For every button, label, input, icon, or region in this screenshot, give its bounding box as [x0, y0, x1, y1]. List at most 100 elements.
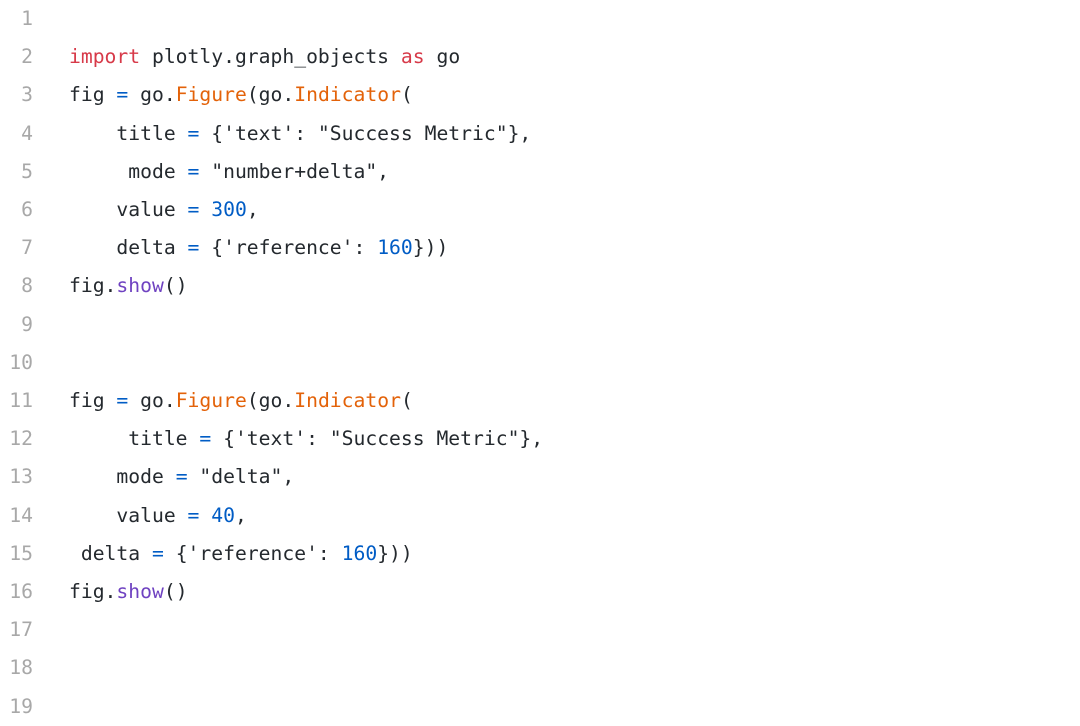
line-code: delta = {'reference': 160}))	[69, 229, 448, 267]
line-number: 2	[21, 45, 33, 69]
code-token: title	[69, 427, 200, 451]
line-number: 6	[21, 198, 33, 221]
code-token: {'text': "Success Metric"},	[199, 121, 532, 145]
code-token: ()	[163, 274, 188, 298]
line-number: 19	[9, 694, 33, 718]
code-token: (	[400, 83, 413, 107]
line-number: 1	[21, 7, 33, 30]
code-line[interactable]: 13 mode = "delta",	[0, 458, 1080, 496]
code-token	[199, 198, 211, 221]
code-token: delta	[69, 541, 152, 565]
line-code: fig.show()	[69, 573, 188, 611]
code-token: go	[424, 45, 461, 69]
code-token: {'reference':	[163, 541, 342, 565]
line-number: 3	[21, 83, 33, 107]
code-token: value	[69, 198, 188, 221]
code-token: go.	[128, 83, 176, 107]
code-token: (	[400, 389, 413, 412]
line-number: 4	[21, 121, 33, 145]
line-code: title = {'text': "Success Metric"},	[69, 420, 543, 458]
line-number: 8	[21, 274, 33, 298]
line-code: fig = go.Figure(go.Indicator(	[69, 382, 413, 420]
line-number: 5	[21, 159, 33, 183]
code-line[interactable]: 6 value = 300,	[0, 191, 1080, 229]
line-code: mode = "number+delta",	[69, 153, 389, 191]
code-token: "delta",	[187, 465, 295, 489]
line-number: 14	[9, 503, 33, 527]
class-token: Indicator	[294, 389, 401, 412]
line-code: delta = {'reference': 160}))	[69, 535, 413, 573]
code-line[interactable]: 5 mode = "number+delta",	[0, 153, 1080, 191]
code-line[interactable]: 2 import plotly.graph_objects as go	[0, 38, 1080, 76]
line-number: 7	[21, 236, 33, 260]
code-token: fig.	[69, 274, 117, 298]
line-number: 9	[21, 312, 33, 336]
number-token: 300	[211, 198, 247, 221]
line-code: import plotly.graph_objects as go	[69, 38, 460, 76]
code-token: {'text': "Success Metric"},	[211, 427, 544, 451]
code-token: fig.	[69, 580, 117, 603]
code-token: mode	[69, 465, 176, 489]
line-code: value = 300,	[69, 191, 259, 229]
code-line[interactable]: 9	[0, 306, 1080, 344]
code-line[interactable]: 18	[0, 649, 1080, 687]
number-token: 160	[341, 541, 378, 565]
code-line[interactable]: 8 fig.show()	[0, 267, 1080, 305]
code-token: (go.	[246, 83, 295, 107]
line-number: 17	[9, 618, 33, 642]
code-line[interactable]: 19	[0, 688, 1080, 726]
code-line[interactable]: 16 fig.show()	[0, 573, 1080, 611]
operator-token: =	[187, 503, 200, 527]
number-token: 40	[211, 503, 235, 527]
code-line[interactable]: 4 title = {'text': "Success Metric"},	[0, 115, 1080, 153]
operator-token: =	[175, 465, 188, 489]
keyword-token: import	[69, 45, 141, 69]
operator-token: =	[187, 236, 200, 260]
code-line[interactable]: 12 title = {'text': "Success Metric"},	[0, 420, 1080, 458]
line-code: fig = go.Figure(go.Indicator(	[69, 76, 413, 114]
code-token: }))	[377, 541, 413, 565]
code-line[interactable]: 14 value = 40,	[0, 497, 1080, 535]
code-token: title	[69, 121, 188, 145]
code-token: fig	[69, 389, 117, 412]
code-line[interactable]: 15 delta = {'reference': 160}))	[0, 535, 1080, 573]
code-token: }))	[412, 236, 449, 260]
code-line[interactable]: 11 fig = go.Figure(go.Indicator(	[0, 382, 1080, 420]
code-token: "number+delta",	[199, 159, 390, 183]
line-code: mode = "delta",	[69, 458, 294, 496]
class-token: Indicator	[294, 83, 401, 107]
code-line[interactable]: 10	[0, 344, 1080, 382]
class-token: Figure	[175, 83, 247, 107]
line-number: 15	[9, 541, 33, 565]
class-token: Figure	[175, 389, 247, 412]
code-token: ,	[246, 198, 259, 221]
code-token: mode	[69, 159, 188, 183]
line-number: 18	[9, 656, 33, 680]
code-token: (go.	[246, 389, 295, 412]
line-number: 12	[9, 427, 33, 451]
line-number: 11	[9, 389, 33, 412]
operator-token: =	[116, 389, 129, 412]
code-token: fig	[69, 83, 117, 107]
line-number: 13	[9, 465, 33, 489]
function-token: show	[116, 274, 164, 298]
operator-token: =	[187, 121, 200, 145]
code-token: {'reference':	[199, 236, 378, 260]
operator-token: =	[151, 541, 164, 565]
operator-token: =	[199, 427, 212, 451]
line-number: 16	[9, 580, 33, 603]
operator-token: =	[187, 198, 200, 221]
line-number: 10	[9, 350, 33, 374]
code-line[interactable]: 1	[0, 0, 1080, 38]
code-line[interactable]: 7 delta = {'reference': 160}))	[0, 229, 1080, 267]
code-line[interactable]: 17	[0, 611, 1080, 649]
code-token	[199, 504, 211, 527]
line-code: title = {'text': "Success Metric"},	[69, 115, 531, 153]
operator-token: =	[187, 159, 200, 183]
line-code: fig.show()	[69, 267, 188, 305]
code-token: go.	[128, 389, 176, 412]
keyword-token: as	[400, 45, 425, 69]
code-token: plotly.graph_objects	[140, 45, 401, 69]
code-token: delta	[69, 236, 188, 260]
